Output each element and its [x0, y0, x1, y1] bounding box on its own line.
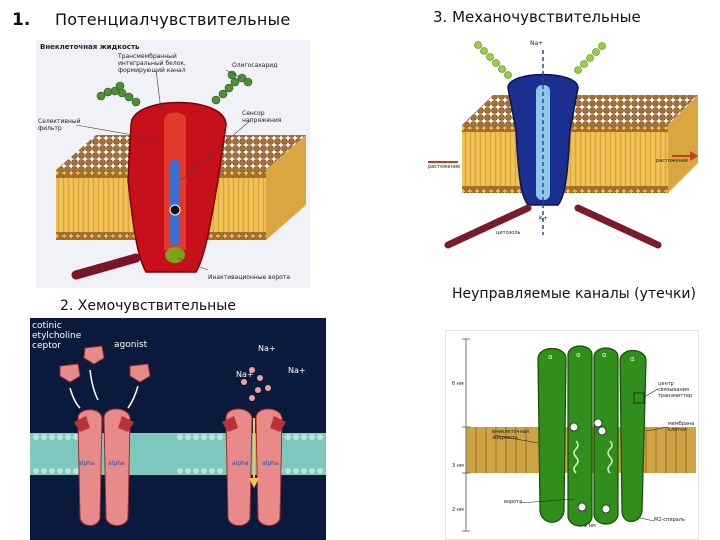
leak-channel-svg [446, 331, 699, 540]
oligosaccharide-chains-3 [475, 42, 606, 79]
ion [170, 205, 180, 215]
label-alpha-2: alpha [108, 460, 125, 467]
label-alpha-4: alpha [262, 460, 279, 467]
label-voltage-sensor: Сенсор напряжения [242, 110, 302, 124]
voltage-sensor [170, 160, 180, 245]
label-alpha-3: alpha [232, 460, 249, 467]
label-receptor: ceptor [32, 341, 61, 351]
label-stretch-right: растяжение [656, 158, 688, 164]
label-transmembrane-protein: Трансмембранный интегральный белок, форм… [118, 53, 203, 74]
intracellular-tail [76, 258, 136, 275]
label-extracellular-fluid: Внеклеточная жидкость [40, 43, 139, 51]
label-nicotinic: cotinic [32, 321, 62, 331]
label-cell-membrane: мембрана клетки [668, 421, 698, 433]
chemosensitive-channel-illustration: cotinic etylcholine ceptor agonist Na+ N… [30, 318, 326, 540]
label-selective-filter: Селективный фильтр [38, 118, 78, 132]
label-na-2: Na+ [236, 370, 254, 379]
label-na-1: Na+ [258, 344, 276, 353]
agonist-molecules [60, 346, 150, 382]
voltage-gated-channel-illustration: Внеклеточная жидкость Трансмембранный ин… [36, 40, 310, 288]
heading-chemosensitive: 2. Хемочувствительные [60, 298, 236, 314]
label-2nm: 2 нм [452, 507, 464, 513]
label-agonist: agonist [114, 340, 147, 350]
label-3nm: 3 нм [452, 463, 464, 469]
label-gate: воротa [504, 499, 522, 505]
heading-mechanosensitive: 3. Механочувствительные [433, 8, 641, 26]
label-extracellular-fluid-4: внеклеточная жидкость [492, 429, 534, 441]
label-6nm: б нм [452, 381, 464, 387]
leak-channel-subunits [538, 346, 646, 526]
label-alpha-d: α [630, 355, 635, 363]
mechanosensitive-svg [428, 30, 698, 252]
receptor-open [222, 409, 286, 526]
label-alpha-c: α [602, 351, 607, 359]
chemosensitive-svg [30, 318, 326, 540]
label-stretch-left: растяжение [428, 164, 460, 170]
label-m2-helix: М2-спираль [654, 517, 685, 523]
heading-leak-channels: Неуправляемые каналы (утечки) [452, 286, 696, 302]
voltage-gated-svg [36, 40, 310, 288]
cytoskeleton-left [448, 208, 528, 245]
label-binding-site: центр связывания транзмиттер [658, 381, 698, 399]
inactivation-gate [165, 247, 185, 263]
label-alpha-1: alpha [78, 460, 95, 467]
label-k-plus: K+ [539, 215, 548, 222]
leak-channel-illustration: б нм внеклеточная жидкость 3 нм 2 нм цен… [445, 330, 699, 540]
label-acetylcholine: etylcholine [32, 331, 81, 341]
mechanosensitive-channel-illustration: Na+ K+ растяжение растяжение цитозоль [428, 30, 698, 252]
heading-voltage-gated: Потенциалчувствительные [55, 10, 290, 29]
membrane-top-surface-3 [462, 95, 698, 125]
label-na-plus: Na+ [530, 40, 543, 47]
label-alpha-a: α [548, 353, 553, 361]
cytoskeleton-right [578, 208, 658, 245]
oligosaccharide-chains [97, 71, 252, 106]
label-oligosaccharide: Олигосахарид [232, 62, 277, 69]
label-cytosol: цитозоль [496, 230, 521, 236]
heading-number: 1. [12, 10, 30, 30]
label-na-3: Na+ [288, 366, 306, 375]
label-alpha-b: α [576, 351, 581, 359]
label-2nm-bottom: 2 нм [584, 523, 596, 529]
label-inactivation-gate: Инактивационные ворота [208, 274, 290, 281]
